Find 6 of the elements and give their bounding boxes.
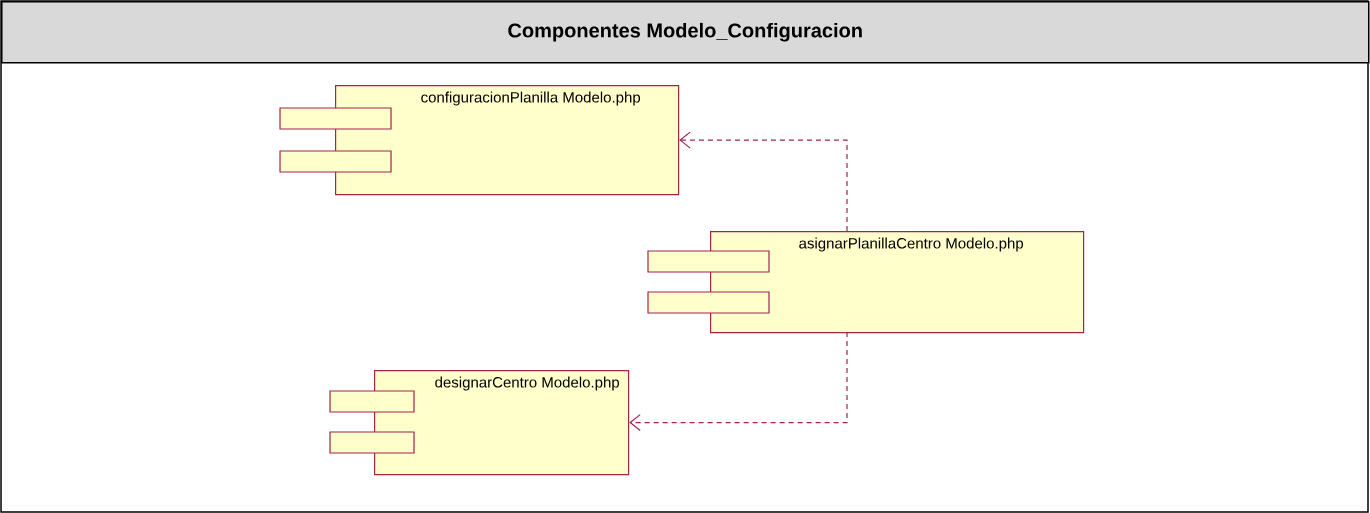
dependency-arrow xyxy=(629,331,848,432)
component-box: designarCentro Modelo.php xyxy=(329,370,630,476)
component-box: asignarPlanillaCentro Modelo.php xyxy=(647,231,1085,334)
component-box: configuracionPlanilla Modelo.php xyxy=(279,85,680,196)
title-bar: Componentes Modelo_Configuracion xyxy=(1,1,1370,64)
dependency-arrow xyxy=(679,131,848,232)
